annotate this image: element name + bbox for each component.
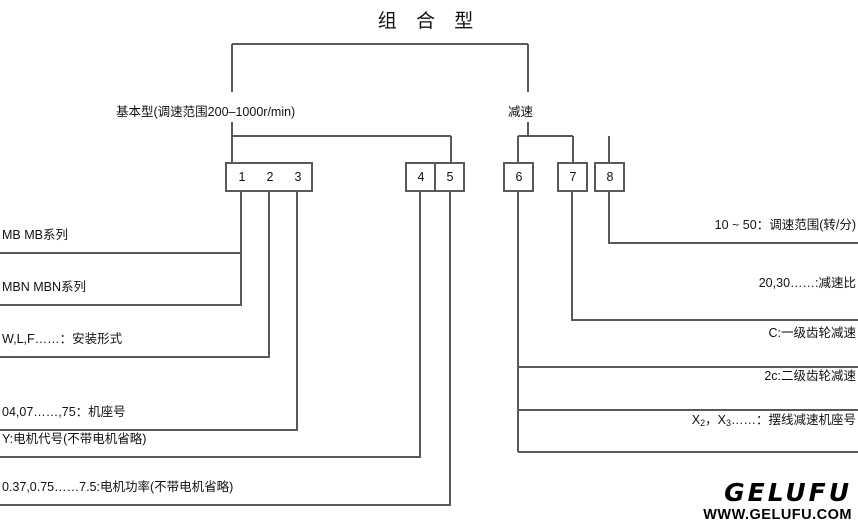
box-cell-7: 7 [569, 170, 577, 184]
legend-left-mb: MB MB系列 [2, 228, 68, 242]
box-cell-6: 6 [515, 170, 523, 184]
legend-right-gear-2stage: 2c:二级齿轮减速 [764, 369, 856, 383]
box-cell-8: 8 [606, 170, 614, 184]
group-label-basic: 基本型(调速范围200–1000r/min) [116, 105, 296, 119]
leader-5-power [0, 191, 451, 506]
box-cell-2: 2 [266, 170, 274, 184]
leader-4-motor [0, 191, 421, 458]
legend-right-cycloid: X2，X3……：摆线减速机座号 [691, 413, 856, 429]
group-label-reduce: 减速 [508, 105, 534, 119]
legend-left-motor-power: 0.37,0.75……7.5:电机功率(不带电机省略) [2, 480, 234, 494]
leader-8-speedrange [608, 191, 858, 244]
box-cell-3: 3 [294, 170, 302, 184]
box-cell-1: 1 [238, 170, 246, 184]
logo-website-url: WWW.GELUFU.COM [703, 507, 852, 524]
cycloid-x2-sub: 2 [700, 418, 706, 428]
page-title: 组 合 型 [377, 11, 481, 32]
box-cell-4: 4 [417, 170, 425, 184]
cycloid-sep: ，X [705, 413, 726, 427]
leader-3-frame [0, 191, 298, 431]
legend-left-motor-code: Y:电机代号(不带电机省略) [2, 432, 147, 446]
leader-2-mounting [0, 191, 270, 358]
legend-right-ratio: 20,30……:减速比 [758, 276, 856, 290]
leader-7-ratio [571, 191, 858, 321]
logo-wordmark: GELUFU [724, 478, 852, 508]
legend-left-frame: 04,07……,75：机座号 [2, 405, 126, 419]
legend-left-mounting: W,L,F……：安装形式 [2, 332, 123, 346]
legend-right-speed-range: 10 ~ 50：调速范围(转/分) [714, 218, 856, 232]
cycloid-x3-sub: 3 [725, 418, 731, 428]
legend-left-mbn: MBN MBN系列 [2, 280, 87, 294]
cycloid-tail: ……：摆线减速机座号 [730, 413, 856, 427]
box-cell-5: 5 [446, 170, 454, 184]
legend-right-gear-1stage: C:一级齿轮减速 [768, 326, 856, 340]
brand-logo: GELUFU WWW.GELUFU.COM [703, 480, 852, 524]
leader-1-mb [0, 191, 242, 254]
cycloid-x2-base: X [691, 413, 701, 427]
leader-1-mbn [0, 253, 242, 306]
